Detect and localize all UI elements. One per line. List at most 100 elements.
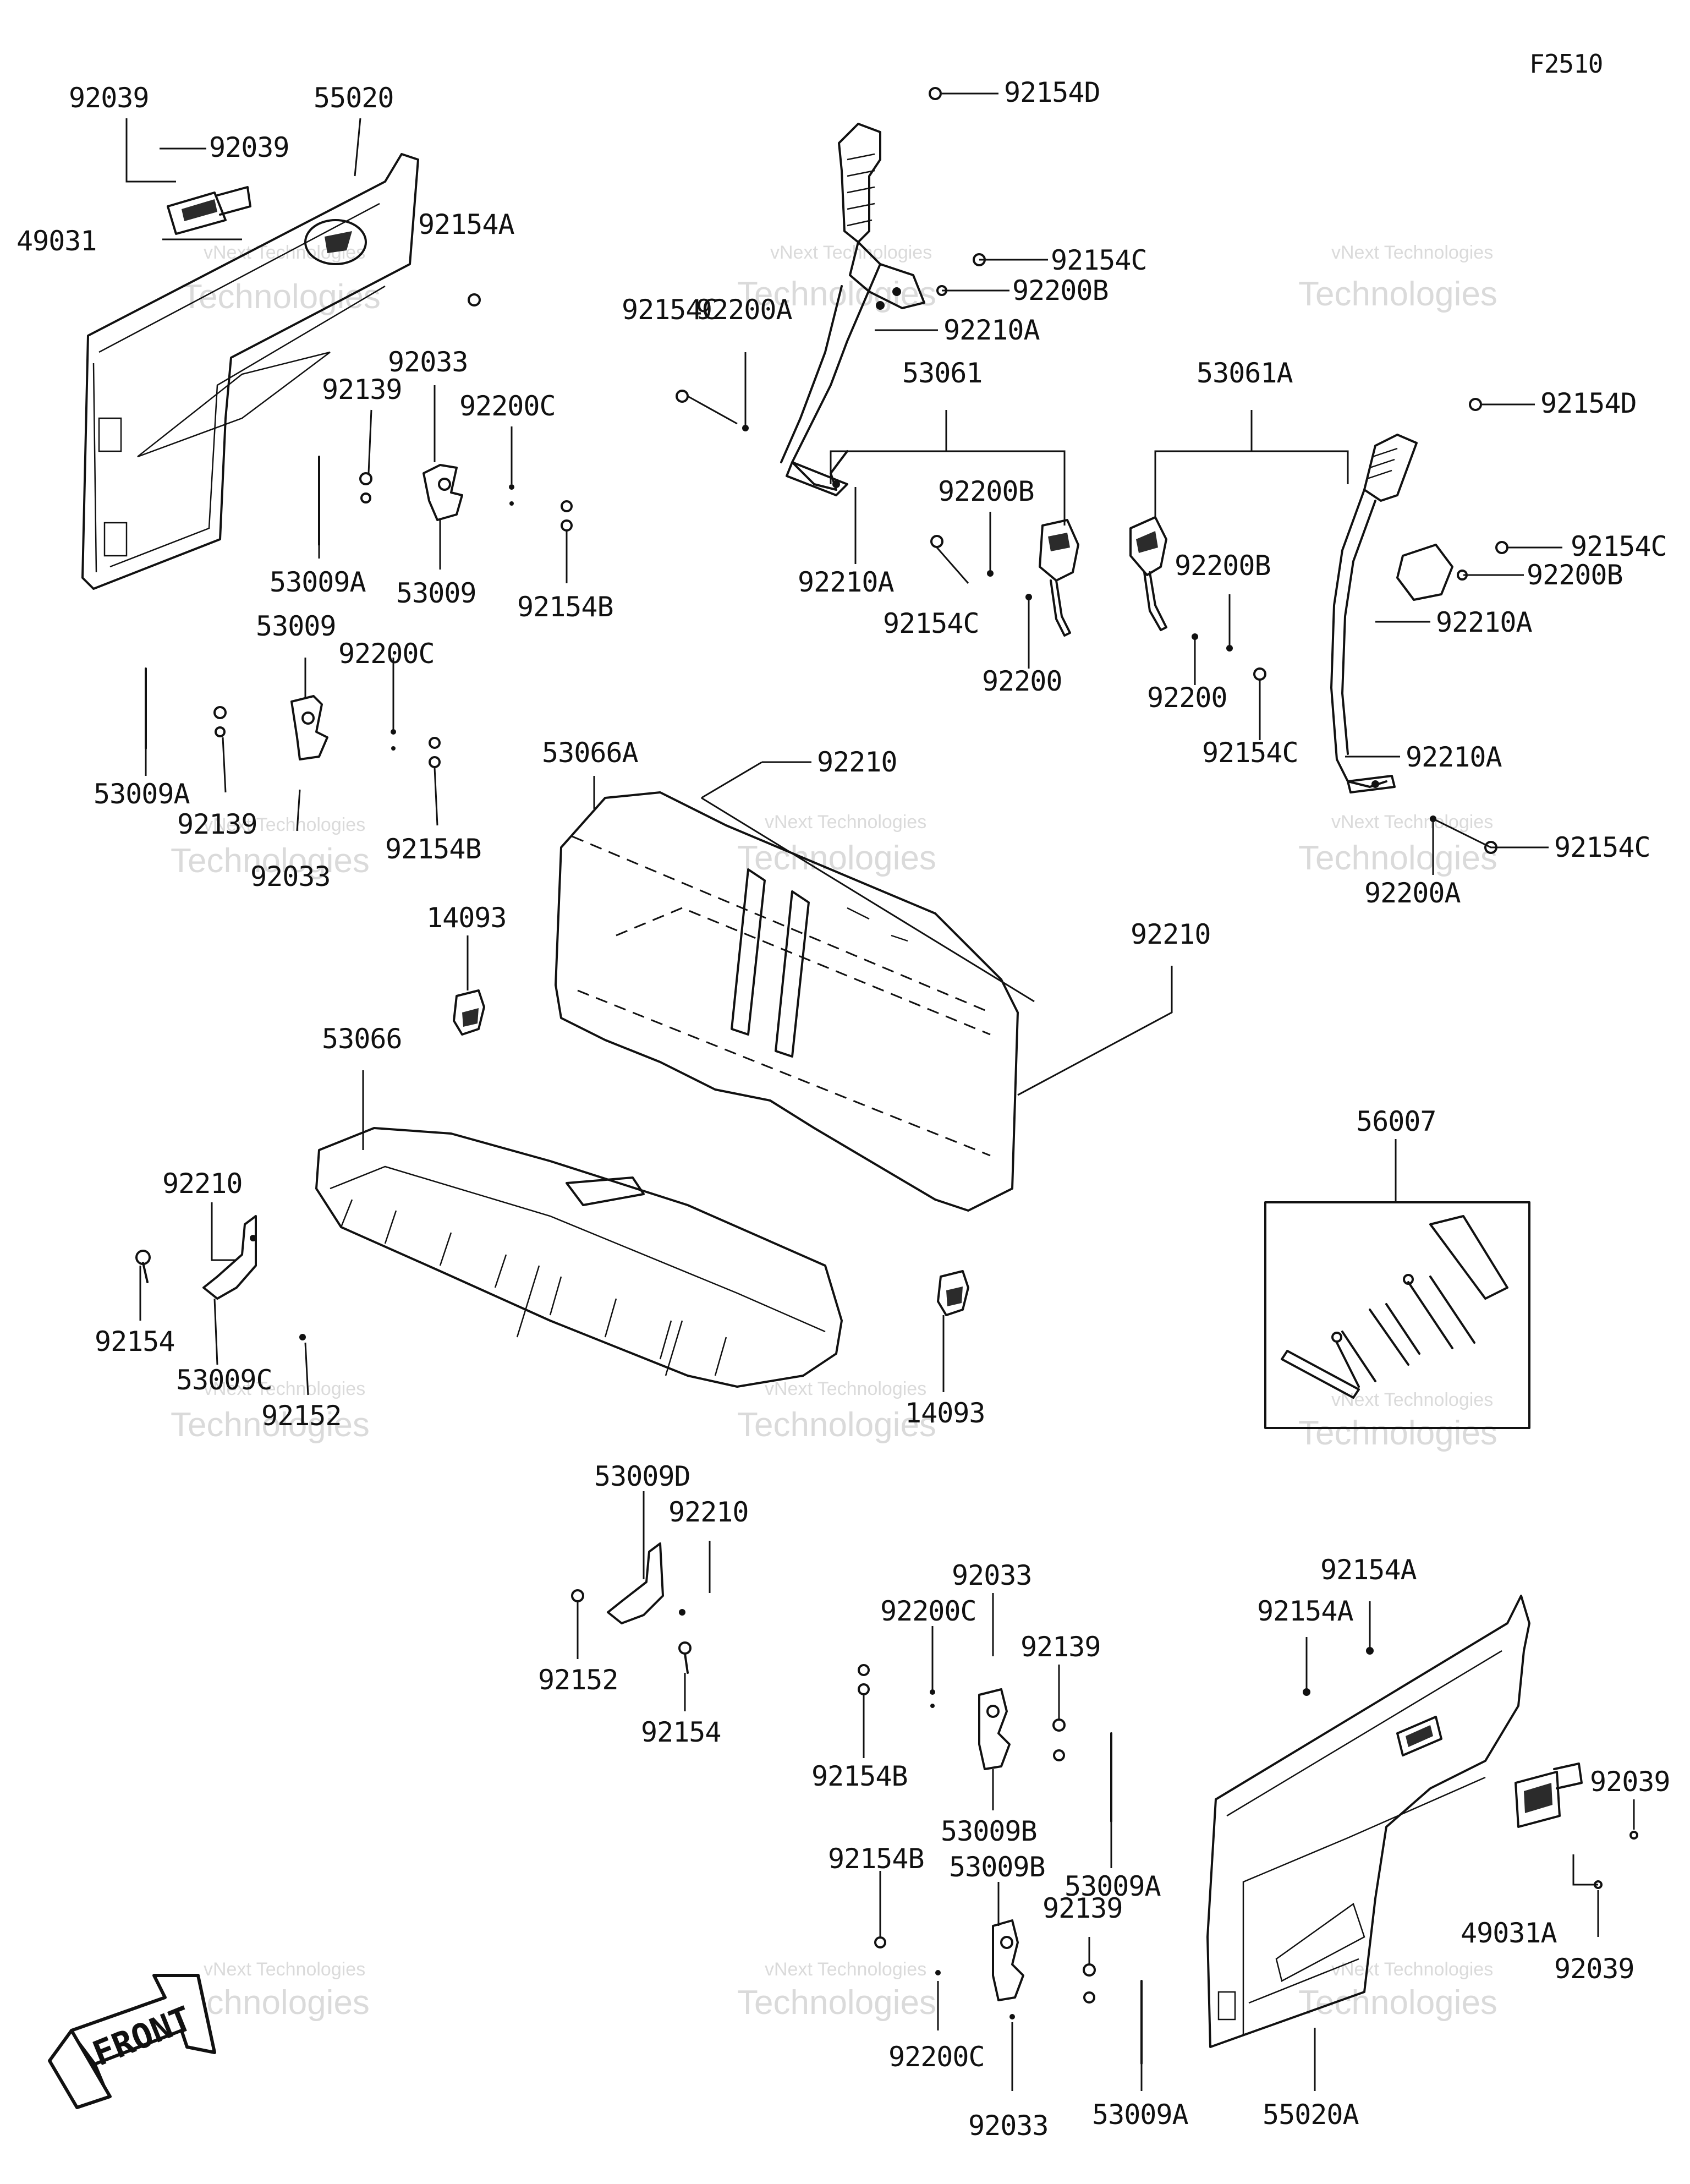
watermark-top-left: vNext Technologies Technologies	[182, 242, 381, 316]
center-buckle-drawing	[1039, 519, 1079, 637]
watermark-bottom-right: vNext Technologies Technologies	[1298, 1959, 1497, 2022]
callout-53009: 53009	[256, 610, 336, 642]
seat-latch-right-drawing	[937, 1270, 969, 1316]
callout-92210: 92210	[1131, 918, 1211, 950]
callout-53061: 53061	[902, 357, 983, 389]
callout-55020A: 55020A	[1263, 2099, 1359, 2131]
watermark-text: vNext Technologies	[204, 1378, 365, 1399]
callout-92033: 92033	[388, 346, 468, 378]
callout-92154B: 92154B	[517, 591, 613, 623]
callout-labels: 92154D 92039 55020 92039 49031 92154A 92…	[17, 76, 1671, 2142]
callout-92139: 92139	[1020, 1631, 1101, 1663]
seat-back-drawing	[555, 791, 1019, 1212]
watermark-text: vNext Technologies	[1331, 812, 1493, 833]
watermark-bottom-center: vNext Technologies Technologies	[737, 1959, 936, 2022]
seat-latch-left-drawing	[453, 989, 485, 1036]
watermark-text-large: Technologies	[1298, 1984, 1497, 2022]
callout-92039: 92039	[1554, 1953, 1634, 1985]
callout-92154A: 92154A	[1320, 1554, 1417, 1586]
callout-14093: 14093	[905, 1397, 985, 1429]
callout-92039: 92039	[1590, 1766, 1670, 1798]
callout-53009C: 53009C	[176, 1364, 272, 1396]
watermark-text-large: Technologies	[171, 1406, 370, 1444]
callout-92200B: 92200B	[1527, 559, 1623, 591]
callout-92154C: 92154C	[1202, 737, 1298, 769]
callout-92154D: 92154D	[1540, 387, 1637, 419]
callout-92139: 92139	[177, 808, 257, 840]
callout-92033: 92033	[952, 1559, 1032, 1591]
bracket-53009d-drawing	[571, 1542, 692, 1674]
callout-92033: 92033	[250, 861, 331, 893]
callout-56007: 56007	[1356, 1105, 1436, 1137]
right-seatbelt-drawing	[1330, 434, 1453, 793]
watermark-mid-center: vNext Technologies Technologies	[737, 812, 936, 877]
watermark-text: vNext Technologies	[765, 1378, 926, 1399]
callout-92152: 92152	[261, 1400, 342, 1432]
hinge-53009b-lower-drawing	[874, 1919, 1143, 2065]
right-buckle-drawing	[1129, 516, 1167, 631]
watermark-text-large: Technologies	[1298, 839, 1497, 877]
watermark-top-right: vNext Technologies Technologies	[1298, 242, 1497, 313]
callout-92200: 92200	[1147, 682, 1227, 714]
callout-53009A: 53009A	[1065, 1870, 1161, 1902]
callout-53009B: 53009B	[949, 1851, 1045, 1883]
seat-bottom-drawing	[315, 1127, 843, 1388]
figure-code: F2510	[1529, 49, 1603, 79]
leader-lines	[125, 92, 1635, 2091]
callout-92200: 92200	[982, 665, 1062, 697]
callout-92039: 92039	[69, 82, 149, 114]
callout-92210A: 92210A	[798, 566, 895, 598]
center-seatbelt-drawing	[780, 123, 925, 496]
callout-55020: 55020	[314, 82, 394, 114]
callout-49031: 49031	[17, 225, 97, 257]
callout-92200B: 92200B	[1175, 550, 1271, 582]
left-side-panel-drawing	[81, 153, 419, 590]
callout-92200C: 92200C	[888, 2041, 985, 2073]
hinge-53009-upper-drawing	[318, 456, 573, 546]
callout-92033: 92033	[968, 2110, 1049, 2142]
left-hinge-plate-drawing	[167, 186, 251, 235]
hinge-53009b-upper-drawing	[858, 1664, 1112, 1822]
callout-92200B: 92200B	[938, 475, 1034, 507]
callout-53061A: 53061A	[1197, 357, 1293, 389]
callout-92200C: 92200C	[338, 638, 435, 670]
callout-92154D: 92154D	[1004, 76, 1100, 108]
callout-92154C: 92154C	[622, 294, 718, 326]
callout-92154C: 92154C	[1554, 831, 1650, 863]
right-hinge-plate-drawing	[1515, 1762, 1638, 1889]
watermark-text: vNext Technologies	[1331, 1959, 1493, 1980]
callout-92154B: 92154B	[811, 1760, 908, 1792]
front-direction-arrow: FRONT	[48, 1974, 216, 2109]
watermark-text: vNext Technologies	[204, 1959, 365, 1980]
watermark-low-center: vNext Technologies Technologies	[737, 1378, 936, 1444]
watermark-text: vNext Technologies	[770, 242, 932, 263]
bracket-53009c-drawing	[135, 1215, 306, 1340]
watermark-mid-right: vNext Technologies Technologies	[1298, 812, 1497, 877]
part-drawings	[81, 87, 1638, 2065]
watermark-text: vNext Technologies	[204, 814, 365, 835]
callout-92139: 92139	[322, 374, 402, 406]
callout-53009B: 53009B	[941, 1815, 1037, 1847]
callout-92210: 92210	[162, 1168, 243, 1200]
callout-92200B: 92200B	[1012, 275, 1109, 306]
callout-53066: 53066	[322, 1023, 402, 1055]
watermark-text-large: Technologies	[737, 1406, 936, 1444]
watermark-text-large: Technologies	[1298, 275, 1497, 313]
callout-92200C: 92200C	[880, 1595, 976, 1627]
callout-92154B: 92154B	[385, 833, 481, 865]
watermark-text: vNext Technologies	[1331, 242, 1493, 263]
callout-92154C: 92154C	[883, 607, 979, 639]
callout-53009: 53009	[396, 577, 476, 609]
callout-53009A: 53009A	[270, 566, 366, 598]
watermark-text: vNext Technologies	[765, 1959, 926, 1980]
callout-53009A: 53009A	[1092, 2099, 1189, 2131]
callout-92210A: 92210A	[1406, 741, 1502, 773]
watermark-text-large: Technologies	[1298, 1414, 1497, 1452]
callout-92210A: 92210A	[943, 314, 1040, 346]
watermark-mid-left: vNext Technologies Technologies	[171, 814, 370, 880]
watermark-text-large: Technologies	[171, 842, 370, 880]
watermark-low-right: vNext Technologies Technologies	[1298, 1389, 1497, 1452]
callout-92200A: 92200A	[1364, 877, 1461, 909]
